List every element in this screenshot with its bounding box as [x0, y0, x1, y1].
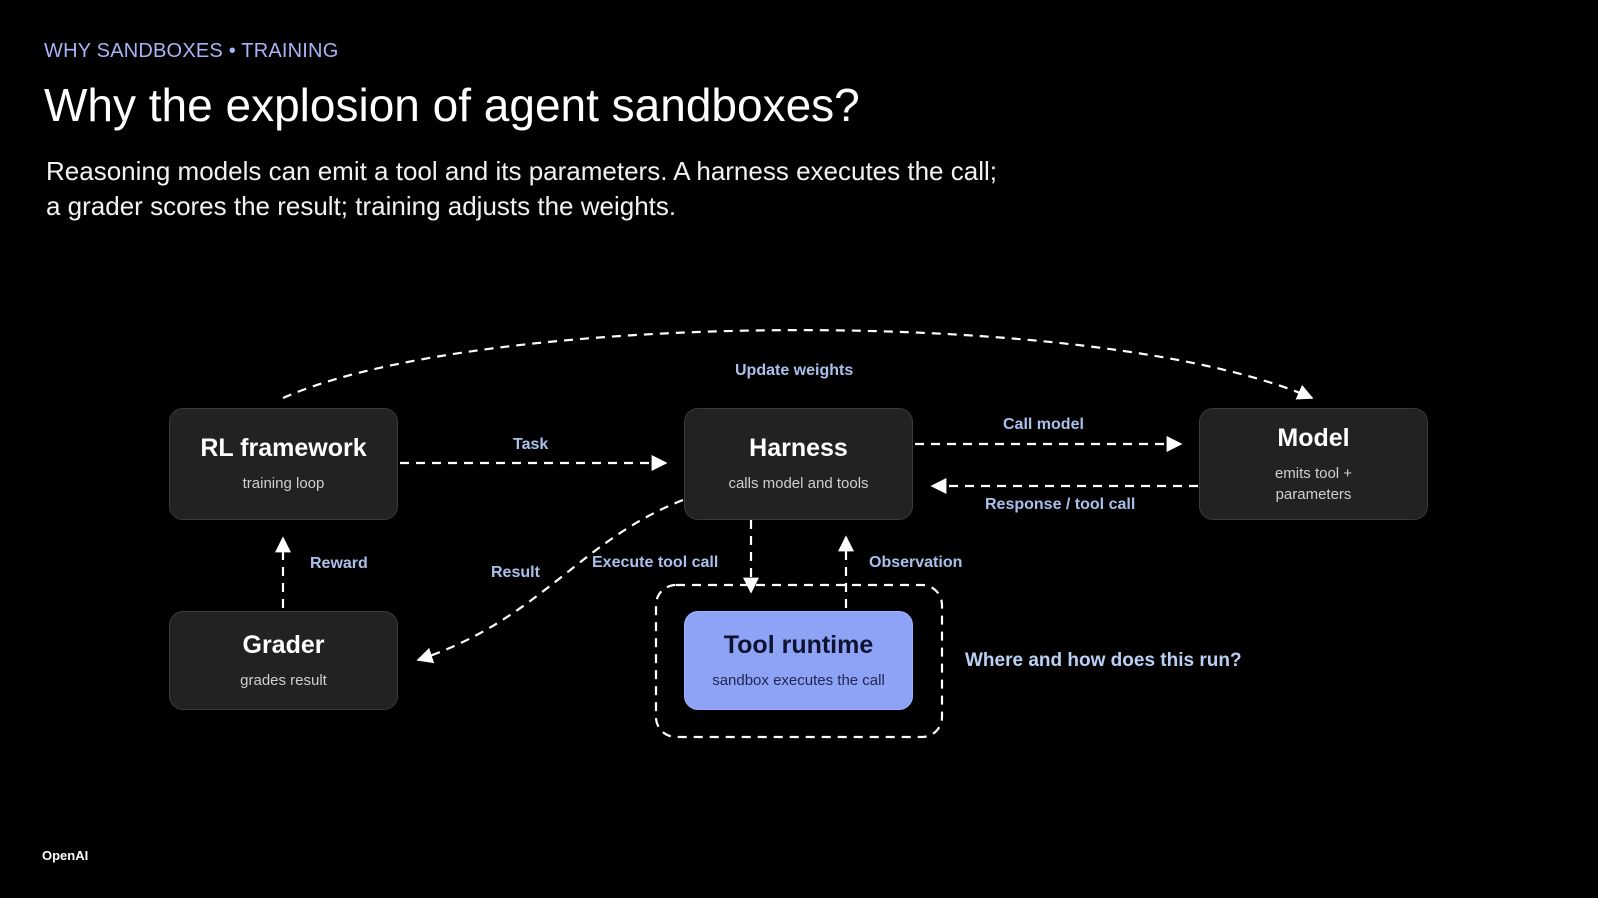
node-model-sub-line-2: parameters [1275, 485, 1352, 503]
node-tool-runtime-title: Tool runtime [723, 630, 874, 659]
sandbox-question: Where and how does this run? [965, 650, 1242, 671]
node-model: Model emits tool + parameters [1199, 408, 1428, 520]
node-grader-sub: grades result [240, 671, 327, 689]
label-task: Task [513, 436, 549, 453]
sandbox-boundary [654, 583, 944, 739]
label-observation: Observation [869, 554, 963, 571]
node-harness-sub: calls model and tools [728, 475, 869, 492]
openai-logo: OpenAI [42, 848, 89, 863]
node-grader: Grader grades result [169, 611, 398, 710]
label-result: Result [491, 564, 540, 581]
node-tool-runtime-sub: sandbox executes the call [712, 671, 885, 689]
label-execute: Execute tool call [592, 554, 719, 571]
node-harness: Harness calls model and tools [684, 408, 913, 520]
edge-result [416, 498, 684, 664]
edge-update-weights [282, 329, 1314, 400]
slide-title: Why the explosion of agent sandboxes? [44, 79, 860, 131]
node-model-title: Model [1277, 423, 1350, 452]
slide-subtitle: Reasoning models can emit a tool and its… [46, 154, 1206, 224]
label-call-model: Call model [1003, 416, 1084, 433]
node-model-sub: emits tool + parameters [1275, 463, 1352, 505]
node-rl-framework-sub: training loop [242, 475, 325, 492]
label-reward: Reward [310, 555, 368, 572]
node-model-sub-line-1: emits tool + [1274, 464, 1353, 482]
label-update-weights: Update weights [735, 362, 854, 379]
node-rl-framework: RL framework training loop [169, 408, 398, 520]
subtitle-line-1: Reasoning models can emit a tool and its… [46, 156, 997, 186]
subtitle-line-2: a grader scores the result; training adj… [46, 191, 677, 221]
node-tool-runtime: Tool runtime sandbox executes the call [684, 611, 913, 710]
node-rl-framework-title: RL framework [200, 434, 367, 462]
label-response: Response / tool call [985, 496, 1136, 513]
slide-eyebrow: WHY SANDBOXES • TRAINING [44, 40, 339, 62]
node-harness-title: Harness [749, 434, 848, 462]
node-grader-title: Grader [242, 630, 325, 659]
